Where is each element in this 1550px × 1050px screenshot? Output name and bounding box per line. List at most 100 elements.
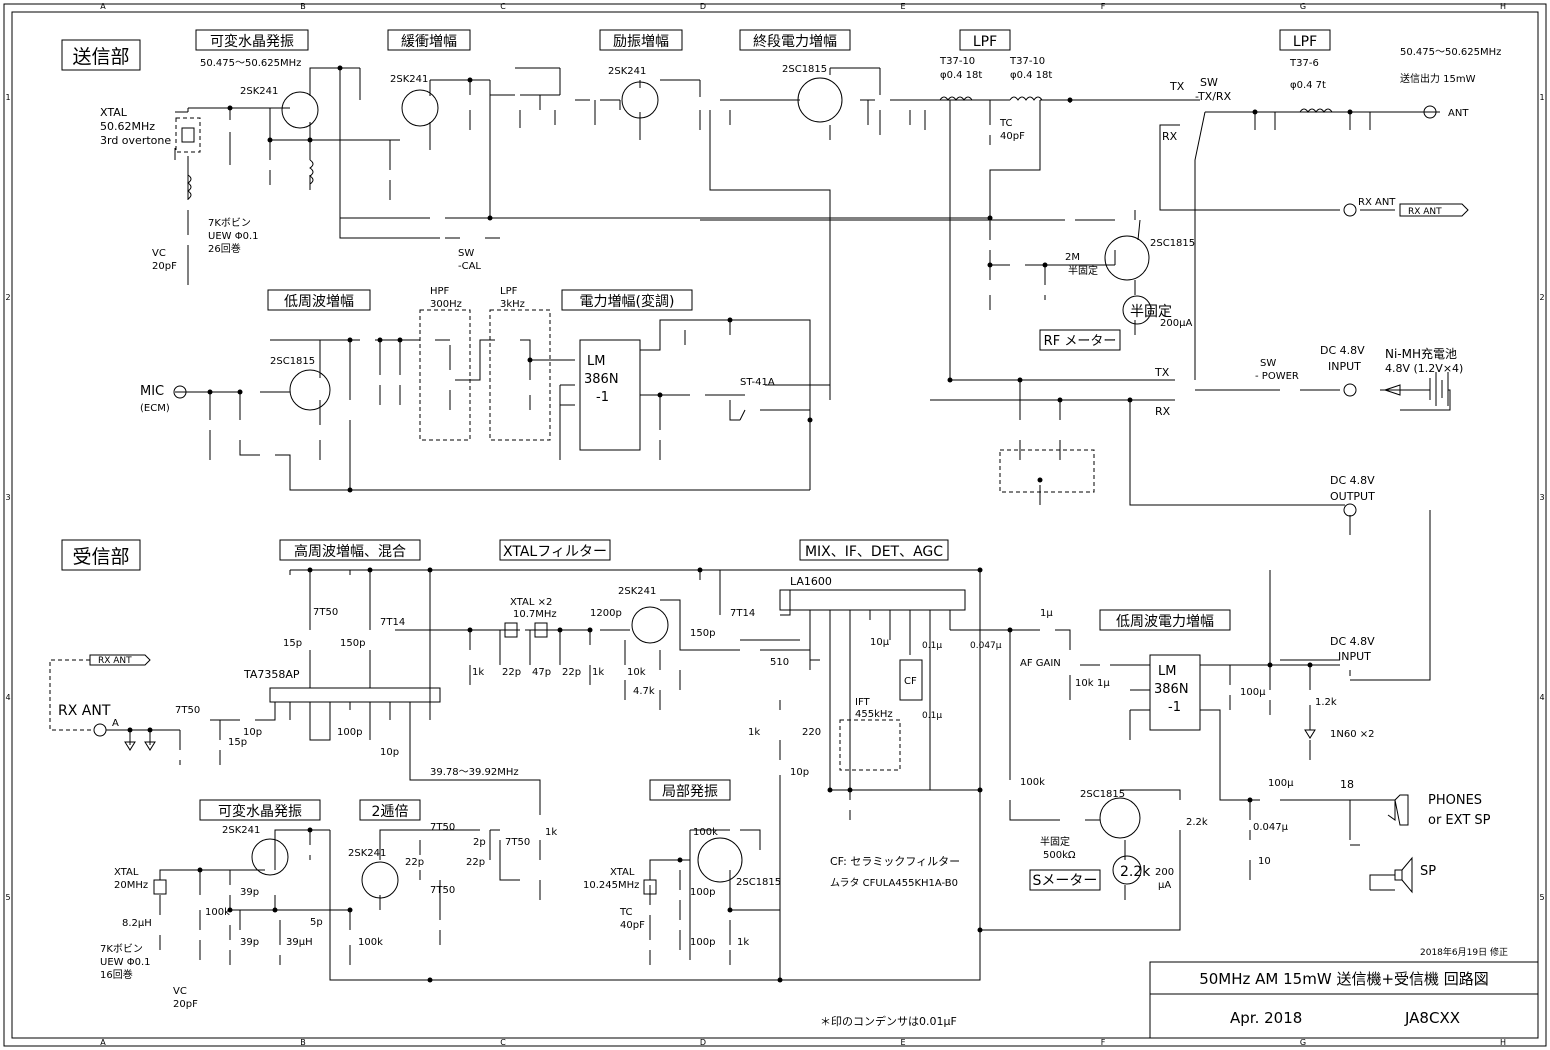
tx-vxo-title: 可変水晶発振 xyxy=(210,33,294,50)
svg-text:100k: 100k xyxy=(358,937,383,948)
tx-freq-range: 50.475～50.625MHz xyxy=(200,58,301,69)
svg-text:1200p: 1200p xyxy=(590,608,622,619)
svg-text:40pF: 40pF xyxy=(1000,131,1025,142)
tx-buffer-title: 緩衝増幅 xyxy=(401,34,457,50)
rx-diodes xyxy=(124,729,1316,751)
svg-text:1k: 1k xyxy=(592,667,604,678)
svg-text:2p: 2p xyxy=(473,837,486,848)
svg-text:PHONES: PHONES xyxy=(1428,793,1482,808)
svg-text:-1: -1 xyxy=(1168,700,1181,715)
svg-text:AF GAIN: AF GAIN xyxy=(1020,658,1061,669)
svg-text:半固定: 半固定 xyxy=(1068,264,1098,277)
rx-q2-vxo xyxy=(251,838,289,876)
svg-text:22p: 22p xyxy=(562,667,581,678)
svg-text:20MHz: 20MHz xyxy=(114,880,148,891)
tx-section: 送信部 可変水晶発振 緩衝増幅 励振増幅 終段電力増幅 LPF LPF 低周波増… xyxy=(61,29,1501,535)
svg-text:LPF: LPF xyxy=(500,286,518,297)
tx-q2-buffer xyxy=(401,89,439,127)
svg-text:150p: 150p xyxy=(690,628,715,639)
border-col-label: E xyxy=(900,1038,905,1047)
border-col-label: C xyxy=(500,2,506,11)
svg-text:2SK241: 2SK241 xyxy=(348,848,386,859)
border-col-label: H xyxy=(1500,2,1506,11)
svg-text:可変水晶発振: 可変水晶発振 xyxy=(218,803,302,820)
svg-text:1µ: 1µ xyxy=(1097,678,1110,689)
svg-text:VC: VC xyxy=(152,248,166,259)
svg-text:高周波増幅、混合: 高周波増幅、混合 xyxy=(294,543,406,560)
tx-output-power: 送信出力 15mW xyxy=(1400,72,1476,85)
tx-led-box xyxy=(999,449,1095,493)
svg-text:DC 4.8V: DC 4.8V xyxy=(1330,635,1375,648)
svg-text:RX ANT: RX ANT xyxy=(1358,197,1396,208)
svg-text:386N: 386N xyxy=(1154,682,1189,697)
svg-text:2逓倍: 2逓倍 xyxy=(372,804,409,820)
svg-text:2SK241: 2SK241 xyxy=(240,86,278,97)
svg-text:7T14: 7T14 xyxy=(380,617,405,628)
svg-text:2SC1815: 2SC1815 xyxy=(270,356,315,367)
tx-section-title: 送信部 xyxy=(72,46,129,68)
svg-text:SW: SW xyxy=(1200,76,1218,89)
border-col-label: A xyxy=(100,2,106,11)
tx-lpf2-title: LPF xyxy=(1293,34,1317,50)
svg-text:RX ANT: RX ANT xyxy=(98,656,132,666)
svg-text:1N60 ×2: 1N60 ×2 xyxy=(1330,729,1375,740)
border-row-label: 2 xyxy=(5,293,10,302)
svg-text:0.047µ: 0.047µ xyxy=(970,641,1002,651)
title-block-date: Apr. 2018 xyxy=(1230,1009,1302,1027)
rx-junctions xyxy=(127,567,1313,983)
tx-driver-title: 励振増幅 xyxy=(613,34,669,50)
ceramic-filter xyxy=(899,659,923,701)
svg-text:2SK241: 2SK241 xyxy=(608,66,646,77)
svg-text:φ0.4 7t: φ0.4 7t xyxy=(1290,80,1326,91)
svg-text:XTAL: XTAL xyxy=(114,867,139,878)
rx-ant-tag xyxy=(1399,203,1469,217)
tx-xtal-symbol xyxy=(181,127,195,143)
rx-ant-jack-tx xyxy=(1343,203,1357,217)
svg-text:UEW Φ0.1: UEW Φ0.1 xyxy=(100,957,150,968)
svg-text:100k: 100k xyxy=(1020,777,1045,788)
svg-text:2SC1815: 2SC1815 xyxy=(782,64,827,75)
revision-note: 2018年6月19日 修正 xyxy=(1420,946,1508,958)
svg-text:15p: 15p xyxy=(228,737,247,748)
rx-xtal-20mhz xyxy=(153,879,167,895)
svg-text:ANT: ANT xyxy=(1448,108,1469,119)
svg-text:半固定: 半固定 xyxy=(1130,304,1172,320)
border-row-label: 2 xyxy=(1539,293,1544,302)
tx-xtal-label-3: 3rd overtone xyxy=(100,134,171,147)
svg-text:7Kボビン: 7Kボビン xyxy=(208,217,251,229)
rx-xtal-filter-2 xyxy=(534,622,548,638)
svg-text:510: 510 xyxy=(770,657,789,668)
battery-symbol xyxy=(1383,372,1451,411)
svg-text:LA1600: LA1600 xyxy=(790,575,832,588)
svg-text:- POWER: - POWER xyxy=(1255,371,1299,382)
svg-text:455kHz: 455kHz xyxy=(855,709,893,720)
svg-text:2.2k: 2.2k xyxy=(1186,817,1208,828)
dc-input-jack xyxy=(1343,383,1357,397)
border-col-label: E xyxy=(900,2,905,11)
svg-text:2SK241: 2SK241 xyxy=(618,586,656,597)
svg-text:XTAL ×2: XTAL ×2 xyxy=(510,597,552,608)
rx-ant-jack xyxy=(93,723,107,737)
svg-text:-1: -1 xyxy=(596,390,609,405)
border-col-label: B xyxy=(300,2,306,11)
svg-text:2SC1815: 2SC1815 xyxy=(736,877,781,888)
svg-text:500kΩ: 500kΩ xyxy=(1043,850,1076,861)
title-block-author: JA8CXX xyxy=(1404,1009,1460,1027)
svg-text:220: 220 xyxy=(802,727,821,738)
title-block: 50MHz AM 15mW 送信機+受信機 回路図 Apr. 2018 JA8C… xyxy=(1149,961,1539,1039)
svg-text:HPF: HPF xyxy=(430,286,450,297)
rf-meter-gauge xyxy=(1122,295,1152,325)
tx-q4-final xyxy=(797,77,843,123)
svg-text:RX ANT: RX ANT xyxy=(1408,207,1442,217)
svg-text:RX: RX xyxy=(1162,130,1178,143)
svg-text:10.7MHz: 10.7MHz xyxy=(513,609,557,620)
phones-jack-symbol xyxy=(1387,794,1409,826)
svg-text:半固定: 半固定 xyxy=(1040,835,1070,848)
rx-q3-doubler xyxy=(361,861,399,899)
svg-text:Sメーター: Sメーター xyxy=(1033,873,1098,889)
border-row-label: 5 xyxy=(1539,893,1544,902)
svg-text:386N: 386N xyxy=(584,372,619,387)
svg-text:T37-6: T37-6 xyxy=(1289,58,1319,69)
s-meter-gauge xyxy=(1112,855,1142,885)
